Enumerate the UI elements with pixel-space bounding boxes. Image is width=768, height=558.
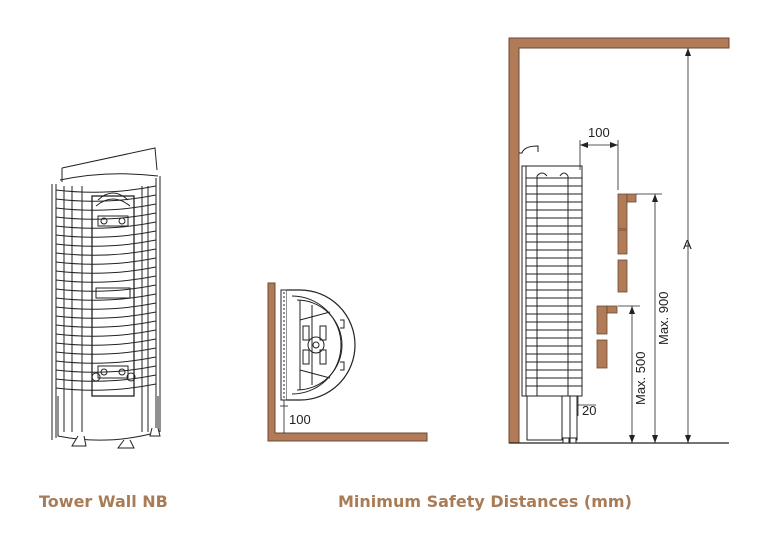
heater-ring [55,356,157,364]
side-clearance-label: 100 [588,125,610,140]
heater-ring [55,239,157,247]
heater-ring [55,257,157,265]
heater-ring [55,266,157,274]
wall-corner [267,282,428,442]
heater-ring [55,275,157,283]
heater-ring [55,284,157,292]
height-a-label: A [683,237,692,252]
heater-ring [55,221,157,229]
heater-ring [55,230,157,238]
top-view-clearance-label: 100 [289,412,311,427]
product-caption: Tower Wall NB [39,492,168,511]
side-view-diagram: 100 20 Max. 500 Max. 900 A [508,37,730,444]
top-view-diagram: 100 [267,282,428,442]
max-500-label: Max. 500 [633,352,648,405]
heater-side-view [519,145,583,444]
floor-gap-label: 20 [582,403,596,418]
heater-ring [55,302,157,310]
heater-ring [55,311,157,319]
heater-rods [63,186,149,432]
heater-ring [55,374,157,382]
heater-rings [55,185,157,391]
distances-caption: Minimum Safety Distances (mm) [338,492,632,511]
heater-ring [55,248,157,256]
heater-ring [55,320,157,328]
heater-ring [55,347,157,355]
dimension-arrows [580,48,691,443]
heater-perspective [51,147,161,449]
heater-ring [55,329,157,337]
heater-ring [55,338,157,346]
heater-ring [55,185,157,193]
heater-ring [55,293,157,301]
heater-ring [55,203,157,211]
heater-ring [55,383,157,391]
heater-side-rungs [526,177,582,387]
wooden-slats [596,193,637,369]
max-900-label: Max. 900 [656,292,671,345]
heater-ring [55,365,157,373]
heater-ring [55,194,157,202]
